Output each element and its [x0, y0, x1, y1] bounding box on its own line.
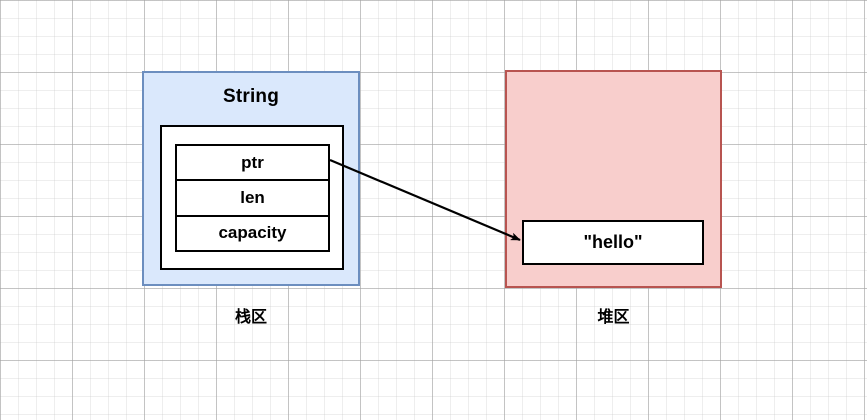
struct-title: String	[222, 86, 280, 107]
heap-region-caption: 堆区	[597, 309, 630, 326]
struct-field-ptr[interactable]: ptr	[177, 146, 328, 180]
stack-region-caption: 栈区	[234, 309, 267, 326]
heap-value-box[interactable]: "hello"	[522, 220, 704, 265]
struct-field-len[interactable]: len	[177, 179, 328, 215]
struct-field-table[interactable]: ptr len capacity	[175, 144, 330, 252]
struct-field-capacity[interactable]: capacity	[177, 214, 328, 250]
